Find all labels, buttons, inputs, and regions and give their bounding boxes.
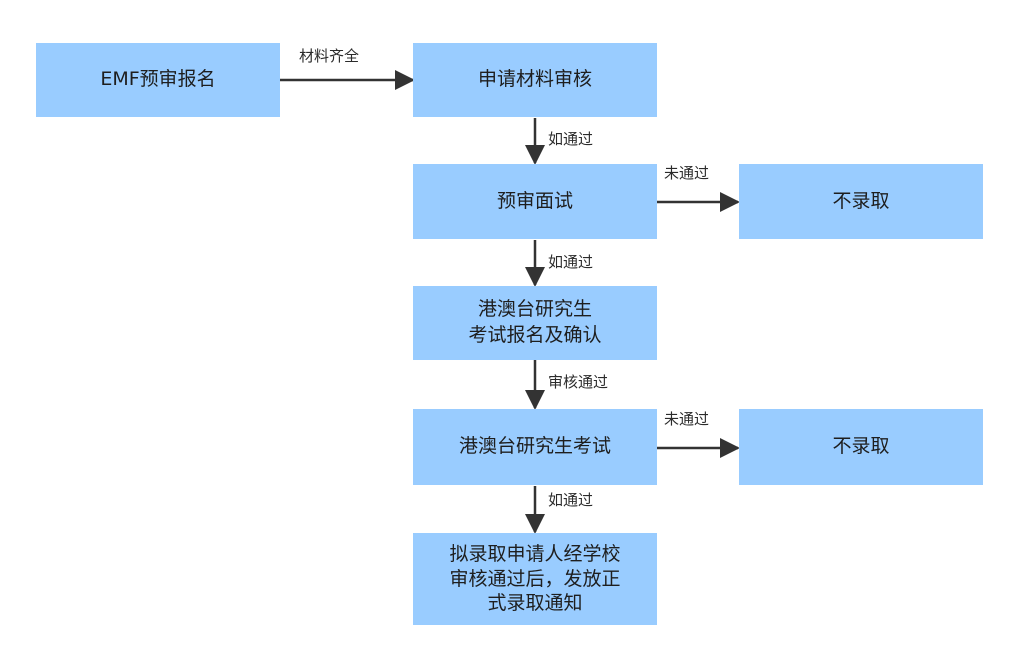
exam-node: 港澳台研究生考试 — [413, 409, 657, 485]
exam-register-label-line-1: 港澳台研究生 — [477, 298, 592, 321]
edge-label-if-pass-2: 如通过 — [548, 253, 594, 271]
final-node: 拟录取申请人经学校 审核通过后，发放正 式录取通知 — [413, 533, 657, 625]
reject-label-1: 不录取 — [832, 189, 890, 212]
edge-label-not-pass-2: 未通过 — [664, 410, 710, 428]
material-review-label: 申请材料审核 — [477, 68, 592, 91]
reject-node-2: 不录取 — [739, 409, 983, 485]
edge-label-review-pass: 审核通过 — [548, 373, 609, 391]
pre-interview-label: 预审面试 — [496, 189, 573, 212]
material-review-node: 申请材料审核 — [413, 43, 657, 117]
reject-node-1: 不录取 — [739, 164, 983, 239]
final-label-line-1: 拟录取申请人经学校 — [449, 542, 621, 565]
final-label-line-3: 式录取通知 — [487, 592, 583, 615]
exam-register-label-line-2: 考试报名及确认 — [468, 324, 602, 346]
edge-label-if-pass-1: 如通过 — [548, 130, 594, 148]
edge-label-not-pass-1: 未通过 — [664, 164, 710, 182]
emf-register-label: EMF预审报名 — [100, 68, 216, 91]
reject-label-2: 不录取 — [832, 435, 890, 458]
edge-label-materials-complete: 材料齐全 — [299, 47, 360, 65]
pre-interview-node: 预审面试 — [413, 164, 657, 239]
emf-register-node: EMF预审报名 — [36, 43, 280, 117]
final-label-line-2: 审核通过后，发放正 — [449, 567, 621, 590]
edge-label-if-pass-3: 如通过 — [548, 491, 594, 509]
exam-register-node: 港澳台研究生 考试报名及确认 — [413, 286, 657, 360]
exam-label: 港澳台研究生考试 — [458, 435, 611, 458]
